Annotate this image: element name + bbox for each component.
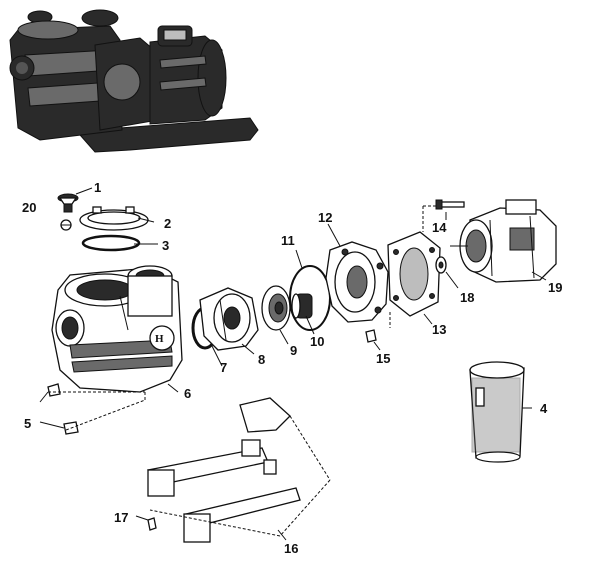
part-3-gasket <box>81 234 141 252</box>
callout-18: 18 <box>460 290 474 305</box>
part-17-small-screw <box>147 517 157 531</box>
callout-6: 6 <box>184 386 191 401</box>
part-2-lid-ring <box>79 206 149 231</box>
callout-11: 11 <box>281 233 295 248</box>
callout-20: 20 <box>22 200 36 215</box>
callout-15: 15 <box>376 351 390 366</box>
callout-9: 9 <box>290 343 297 358</box>
part-20-small-knob <box>60 219 72 231</box>
callout-2: 2 <box>164 216 171 231</box>
callout-5: 5 <box>24 416 31 431</box>
callout-12: 12 <box>318 210 332 225</box>
callout-10: 10 <box>310 334 324 349</box>
callout-13: 13 <box>432 322 446 337</box>
callout-14: 14 <box>432 220 447 235</box>
callout-1: 1 <box>94 180 101 195</box>
part-13-motor-flange <box>387 231 441 317</box>
part-18-washer <box>435 256 447 274</box>
part-8-diffuser <box>199 287 259 351</box>
part-6-strainer-housing: H <box>51 265 183 393</box>
leader-lines <box>48 187 547 541</box>
callout-17: 17 <box>114 510 128 525</box>
callout-19: 19 <box>548 280 562 295</box>
part-14-bolt <box>435 199 465 210</box>
part-19-motor <box>450 199 557 283</box>
part-9-impeller <box>261 285 291 331</box>
callout-3: 3 <box>162 238 169 253</box>
part-4-strainer-basket <box>469 361 525 463</box>
callout-numbers: 1 2 3 4 5 6 7 8 9 10 11 12 13 14 15 16 1… <box>22 180 562 556</box>
part-10-mechanical-seal <box>291 293 313 319</box>
callout-16: 16 <box>284 541 298 556</box>
part-16-base-brackets <box>147 397 301 543</box>
assembled-pump-photo <box>9 9 259 153</box>
part-1-lid-knob <box>57 193 79 213</box>
part-15-screw <box>365 329 377 343</box>
callout-7: 7 <box>220 360 227 375</box>
callout-8: 8 <box>258 352 265 367</box>
svg-text:H: H <box>155 333 164 345</box>
part-5-drain-plugs <box>39 383 79 435</box>
part-12-pump-body <box>325 241 389 323</box>
callout-4: 4 <box>540 401 548 416</box>
